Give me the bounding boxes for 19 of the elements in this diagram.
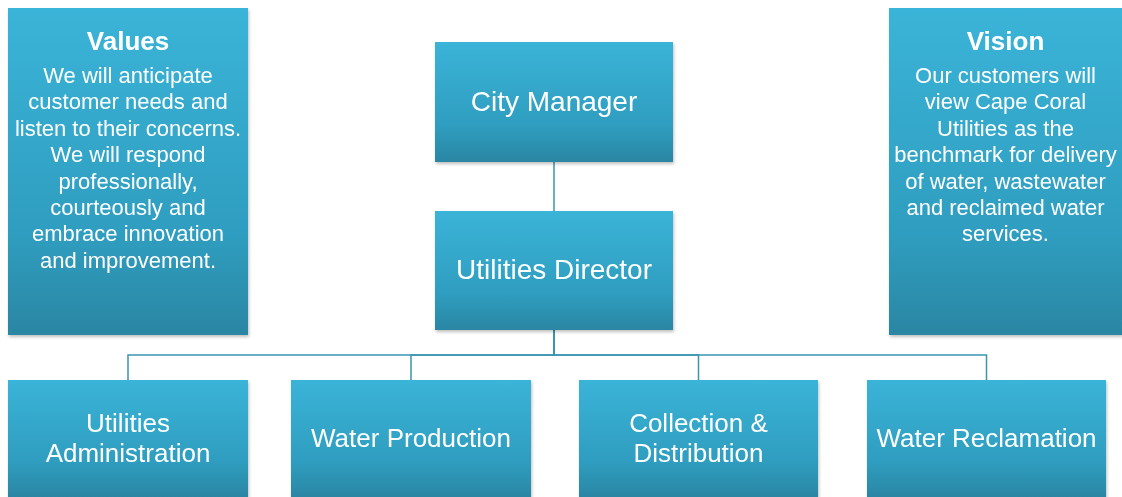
box-label: City Manager <box>470 86 638 118</box>
panel-text: We will anticipate customer needs and listen to their concerns. We will respond professionally, courteously and embrace innovation and improvement. <box>13 63 243 275</box>
panel-heading: Vision <box>966 26 1045 57</box>
org-box <box>435 42 673 162</box>
org-box <box>8 380 248 497</box>
org-box <box>291 380 531 497</box>
box-label: Utilities Director <box>456 255 652 286</box>
box-label: Utilities Administration <box>44 408 212 469</box>
box-label: Water Reclamation <box>876 423 1097 454</box>
box-label: Collection & Distribution <box>628 408 769 469</box>
panel-heading: Values <box>86 26 170 57</box>
org-box <box>579 380 818 497</box>
connector-line <box>553 161 555 212</box>
text-panel <box>8 8 248 335</box>
panel-text: Our customers will view Cape Coral Utilities as the benchmark for delivery of water, wastewater and reclaimed water services. <box>893 63 1118 248</box>
org-box <box>435 211 673 330</box>
org-box <box>867 380 1106 497</box>
box-label: Water Production <box>311 423 511 454</box>
text-panel <box>889 8 1122 335</box>
